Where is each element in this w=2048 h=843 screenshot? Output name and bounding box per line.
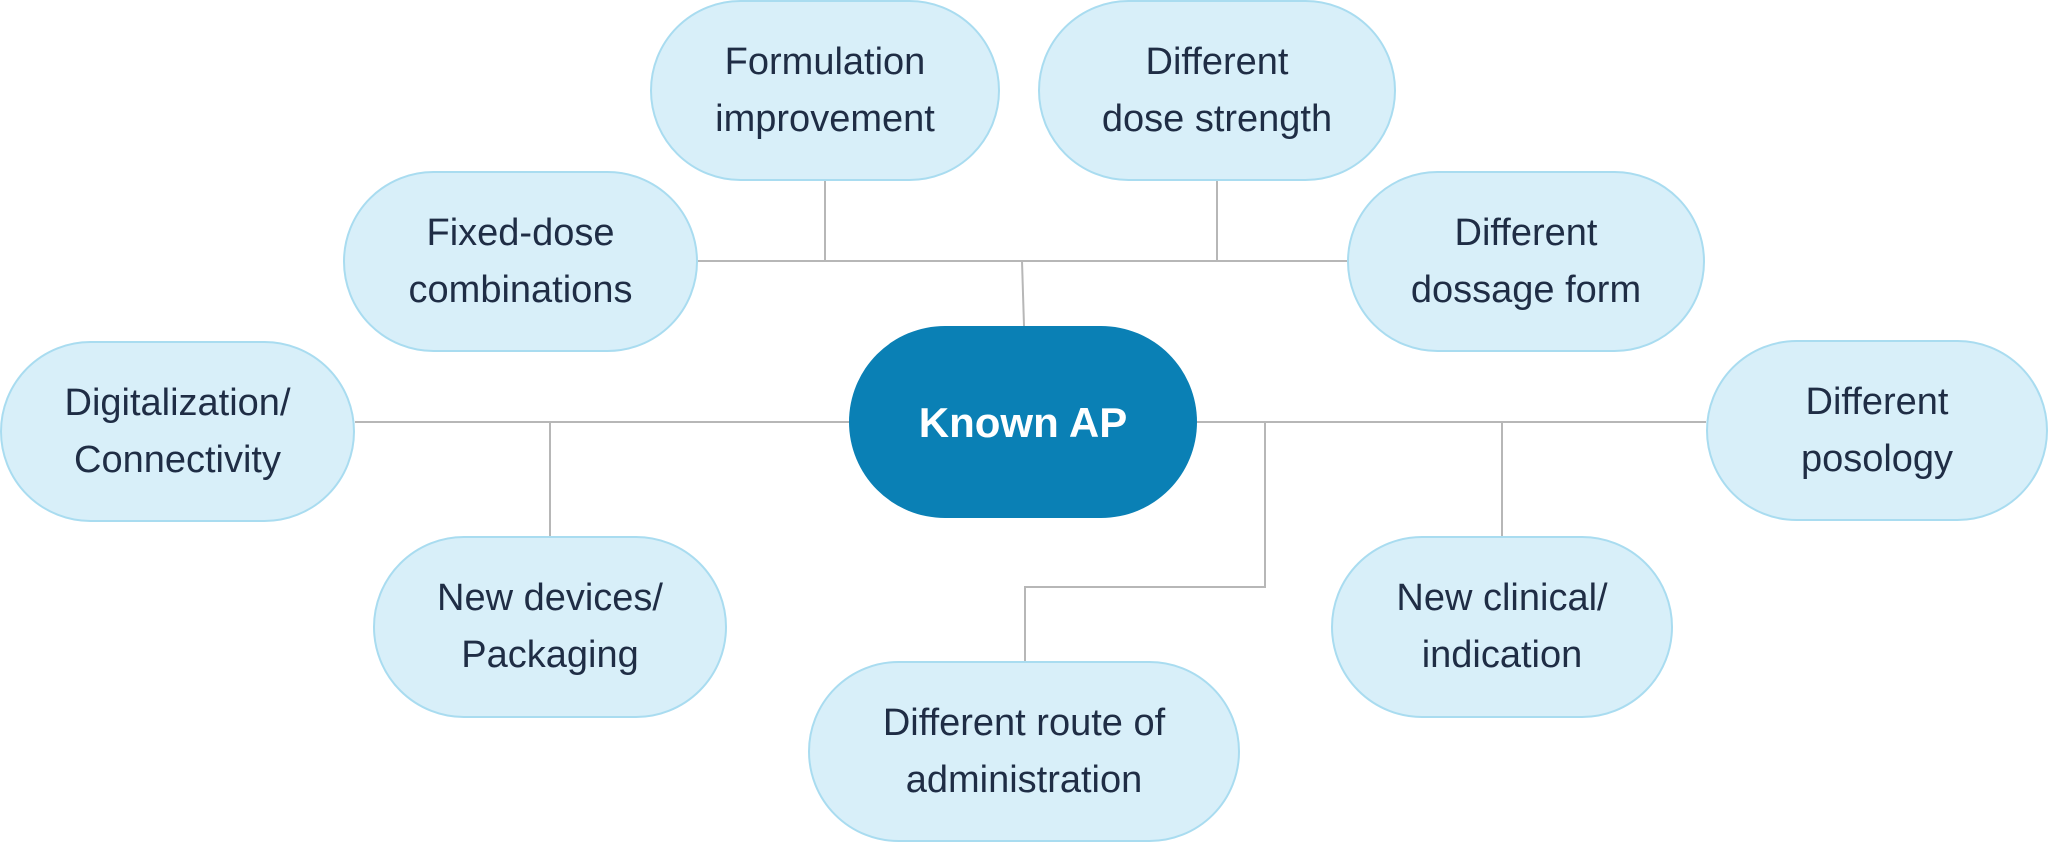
node-new-clinical-indication: New clinical/ indication: [1331, 536, 1673, 718]
node-label: Formulation improvement: [715, 40, 935, 140]
node-label: Different dose strength: [1101, 40, 1333, 140]
node-known-ap: Known AP: [849, 326, 1197, 518]
node-label: Digitalization/ Connectivity: [64, 381, 291, 481]
node-label: Different route of administration: [882, 701, 1166, 801]
connector-route: [1024, 422, 1266, 661]
node-label: Different dossage form: [1410, 211, 1642, 311]
node-different-dosage-form: Different dossage form: [1347, 171, 1705, 352]
node-different-posology: Different posology: [1706, 340, 2048, 521]
node-new-devices-packaging: New devices/ Packaging: [373, 536, 727, 718]
node-digitalization-connectivity: Digitalization/ Connectivity: [0, 341, 355, 522]
node-fixed-dose-combinations: Fixed-dose combinations: [343, 171, 698, 352]
node-different-dose-strength: Different dose strength: [1038, 0, 1396, 181]
node-label: New clinical/ indication: [1396, 577, 1608, 676]
node-label: Different posology: [1800, 380, 1954, 480]
center-label: Known AP: [918, 398, 1128, 446]
node-label: Fixed-dose combinations: [408, 211, 633, 311]
node-formulation-improvement: Formulation improvement: [650, 0, 1000, 181]
node-label: New devices/ Packaging: [437, 577, 663, 676]
node-different-route-of-administration: Different route of administration: [808, 661, 1240, 842]
connector-center-up: [1021, 260, 1025, 327]
